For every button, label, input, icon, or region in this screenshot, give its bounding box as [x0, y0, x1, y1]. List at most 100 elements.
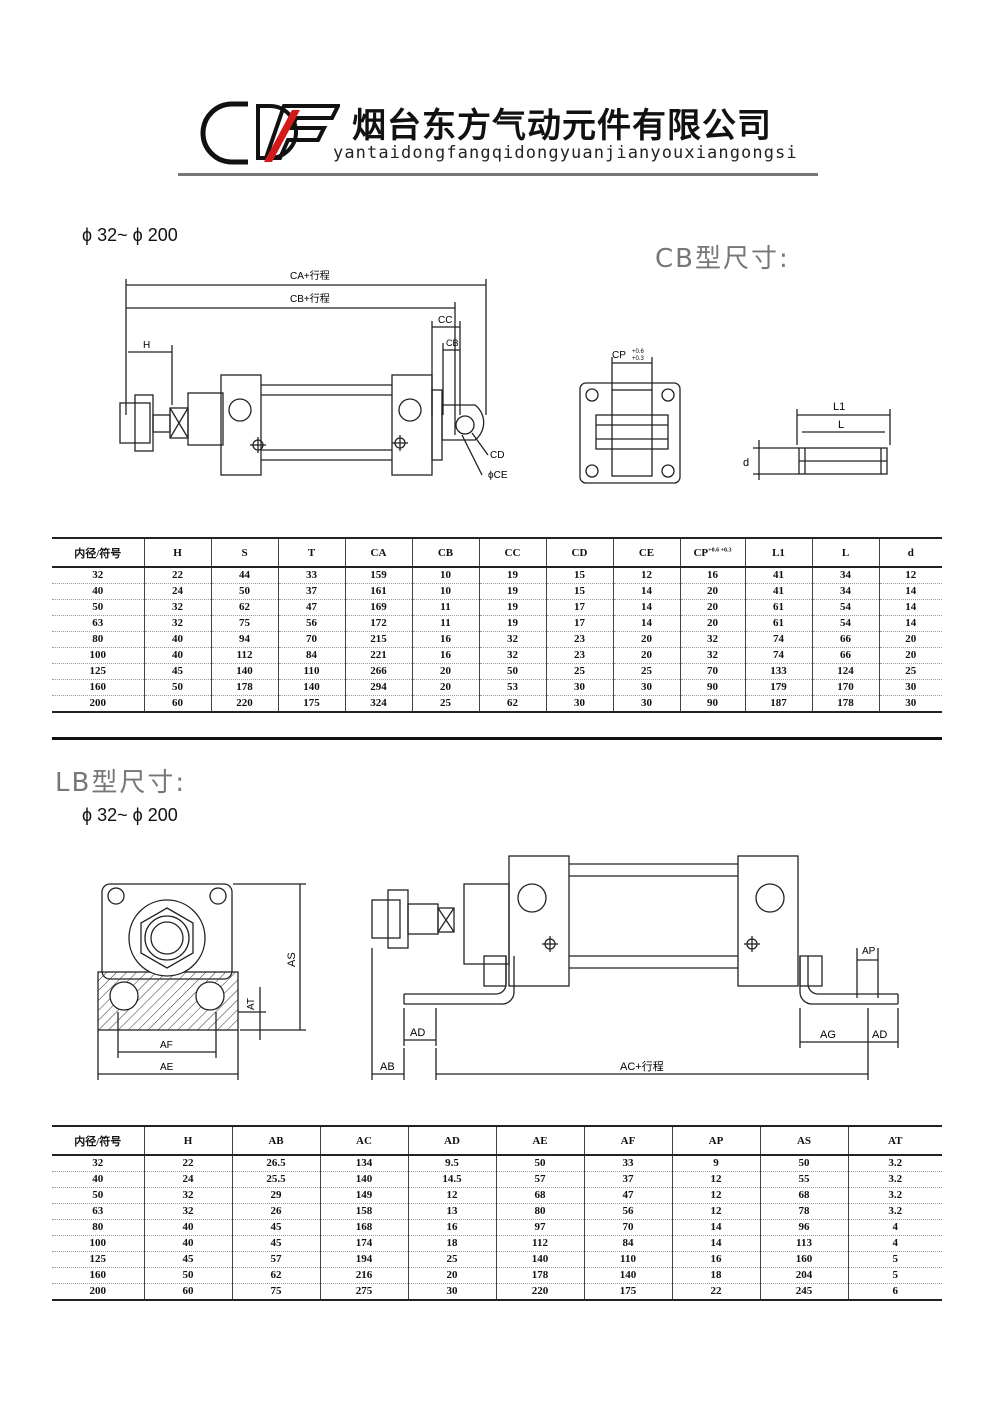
table-cell: 97 — [495, 1219, 584, 1236]
table-cell: 32 — [679, 631, 745, 648]
table-cell: 20 — [679, 583, 745, 600]
label-cb-stroke: CB+行程 — [290, 292, 330, 305]
table-cell: 74 — [744, 631, 812, 648]
table-cell: 19 — [478, 599, 546, 616]
cb-header-s: S — [210, 537, 278, 568]
table-cell-bore: 63 — [52, 1203, 144, 1220]
table-cell: 20 — [411, 679, 479, 696]
table-cell: 40 — [143, 647, 211, 664]
table-cell: 140 — [319, 1171, 408, 1188]
table-cell: 84 — [583, 1235, 672, 1252]
table-cell: 112 — [210, 647, 278, 664]
cb-pin-drawing: L1 L d — [743, 401, 891, 480]
table-cell-bore: 160 — [52, 1267, 144, 1284]
table-cell: 32 — [478, 647, 546, 664]
cb-section-title: CB型尺寸: — [655, 244, 790, 274]
table-cell: 96 — [759, 1219, 848, 1236]
table-cell: 30 — [612, 679, 680, 696]
table-cell: 12 — [878, 567, 942, 584]
table-cell: 47 — [277, 599, 345, 616]
table-cell: 140 — [583, 1267, 672, 1284]
table-cell: 60 — [143, 695, 211, 713]
table-cell: 160 — [759, 1251, 848, 1268]
cb-bore-range: ϕ 32~ ϕ 200 — [82, 225, 178, 245]
table-cell: 20 — [878, 647, 942, 664]
table-cell: 61 — [744, 615, 812, 632]
table-cell: 20 — [679, 599, 745, 616]
label-cp: CP — [612, 350, 626, 361]
table-cell: 11 — [411, 615, 479, 632]
table-cell: 26 — [231, 1203, 320, 1220]
table-cell: 215 — [344, 631, 412, 648]
table-cell: 22 — [671, 1283, 760, 1301]
table-cell: 216 — [319, 1267, 408, 1284]
table-cell: 50 — [759, 1155, 848, 1172]
table-cell: 187 — [744, 695, 812, 713]
label-cp-tol-lower: +0.3 — [632, 356, 645, 362]
table-cell: 3.2 — [847, 1187, 942, 1204]
cb-header-bore: 内径/符号 — [52, 537, 144, 568]
table-cell: 32 — [143, 615, 211, 632]
table-cell: 78 — [759, 1203, 848, 1220]
table-cell: 12 — [671, 1187, 760, 1204]
table-cell: 90 — [679, 695, 745, 713]
table-cell: 16 — [407, 1219, 496, 1236]
table-cell: 112 — [495, 1235, 584, 1252]
table-cell: 110 — [277, 663, 345, 680]
lb-table-header-row: 内径/符号 H AB AC AD AE AF AP AS AT — [52, 1125, 942, 1156]
table-cell: 68 — [495, 1187, 584, 1204]
logo-c-shape — [200, 101, 248, 165]
table-cell: 60 — [143, 1283, 232, 1301]
label-h: H — [143, 340, 150, 351]
company-logo — [200, 101, 340, 165]
table-cell: 70 — [583, 1219, 672, 1236]
label-ad-right: AD — [872, 1029, 887, 1041]
table-cell: 14 — [878, 615, 942, 632]
table-cell: 175 — [583, 1283, 672, 1301]
table-cell: 23 — [545, 631, 613, 648]
lb-cylinder-side-drawing: AP AD AB AC+行程 AG AD — [371, 855, 899, 1080]
table-cell: 20 — [612, 631, 680, 648]
lb-header-ac: AC — [319, 1125, 408, 1156]
lb-header-ad: AD — [407, 1125, 496, 1156]
table-cell: 149 — [319, 1187, 408, 1204]
header-rule — [178, 173, 818, 176]
table-cell: 20 — [612, 647, 680, 664]
table-cell-bore: 200 — [52, 695, 144, 713]
table-cell: 37 — [583, 1171, 672, 1188]
table-cell-bore: 100 — [52, 647, 144, 664]
lb-header-ap: AP — [671, 1125, 760, 1156]
table-cell: 12 — [671, 1171, 760, 1188]
table-cell-bore: 100 — [52, 1235, 144, 1252]
label-ag: AG — [820, 1029, 836, 1041]
table-cell-bore: 40 — [52, 1171, 144, 1188]
lb-bore-range: ϕ 32~ ϕ 200 — [82, 805, 178, 825]
table-cell: 113 — [759, 1235, 848, 1252]
cb-dimension-table: 内径/符号 H S T CA CB CC CD CE CP+0.6 +0.3 L… — [52, 537, 942, 713]
table-cell: 220 — [495, 1283, 584, 1301]
table-cell: 20 — [407, 1267, 496, 1284]
table-cell-bore: 50 — [52, 1187, 144, 1204]
table-cell: 25 — [545, 663, 613, 680]
cb-header-cp-label: CP — [693, 546, 709, 559]
label-l: L — [838, 419, 844, 431]
table-cell: 62 — [478, 695, 546, 713]
table-cell: 14 — [612, 599, 680, 616]
section-divider — [52, 737, 942, 740]
table-cell-bore: 125 — [52, 1251, 144, 1268]
table-cell: 20 — [411, 663, 479, 680]
cb-header-ce: CE — [612, 537, 680, 568]
table-cell: 25.5 — [231, 1171, 320, 1188]
company-name-pinyin: yantaidongfangqidongyuanjianyouxiangongs… — [333, 143, 798, 163]
label-cp-tol-upper: +0.6 — [632, 349, 645, 355]
table-cell: 174 — [319, 1235, 408, 1252]
table-cell: 133 — [744, 663, 812, 680]
table-cell: 140 — [277, 679, 345, 696]
table-cell: 14 — [671, 1219, 760, 1236]
table-cell: 22 — [143, 1155, 232, 1172]
